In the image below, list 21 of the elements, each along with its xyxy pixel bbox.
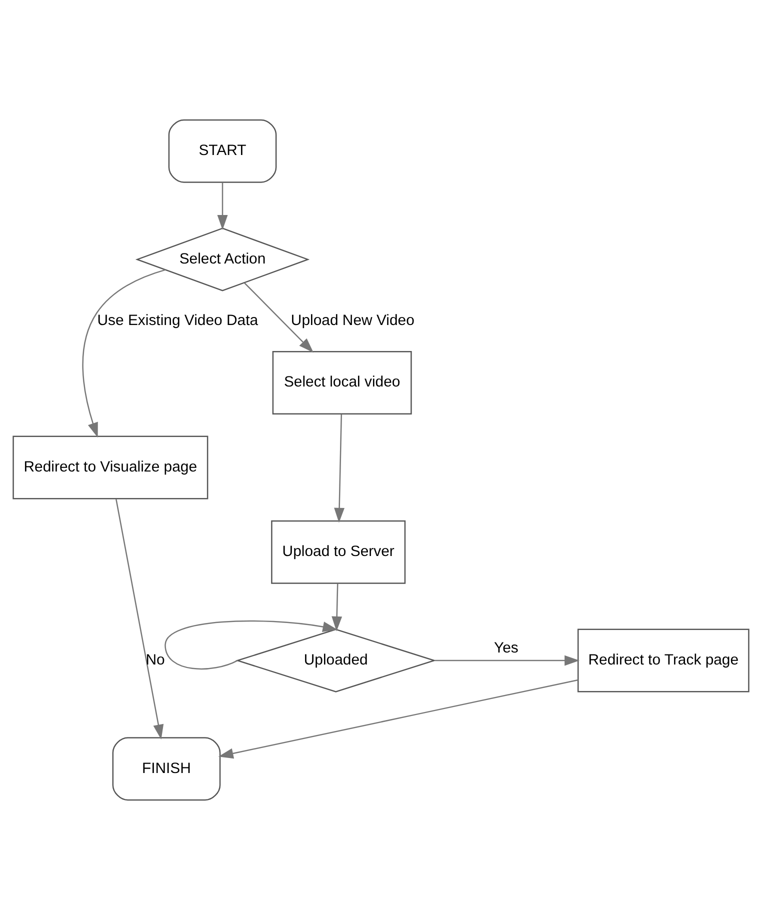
node-box: Redirect to Visualize page <box>12 435 208 499</box>
arrow <box>244 282 314 352</box>
arrow <box>217 182 228 230</box>
node-box: START <box>168 118 277 182</box>
node-box: Upload to Server <box>271 520 406 584</box>
arrow <box>332 582 342 631</box>
node-diamond: Select Action <box>135 227 310 291</box>
arrow <box>82 268 166 438</box>
edge-label: No <box>146 650 165 668</box>
node-diamond: Uploaded <box>235 628 436 692</box>
edge-label: Upload New Video <box>290 311 414 328</box>
arrow <box>218 678 578 758</box>
node-box: Redirect to Track page <box>577 628 750 692</box>
arrow <box>334 414 345 522</box>
arrow <box>164 620 338 669</box>
edge-label: Use Existing Video Data <box>97 311 258 328</box>
node-box: Select local video <box>272 350 412 414</box>
edge-label: Yes <box>494 639 518 656</box>
arrow <box>434 654 580 666</box>
arrow <box>115 498 164 740</box>
node-box: FINISH <box>112 736 221 800</box>
